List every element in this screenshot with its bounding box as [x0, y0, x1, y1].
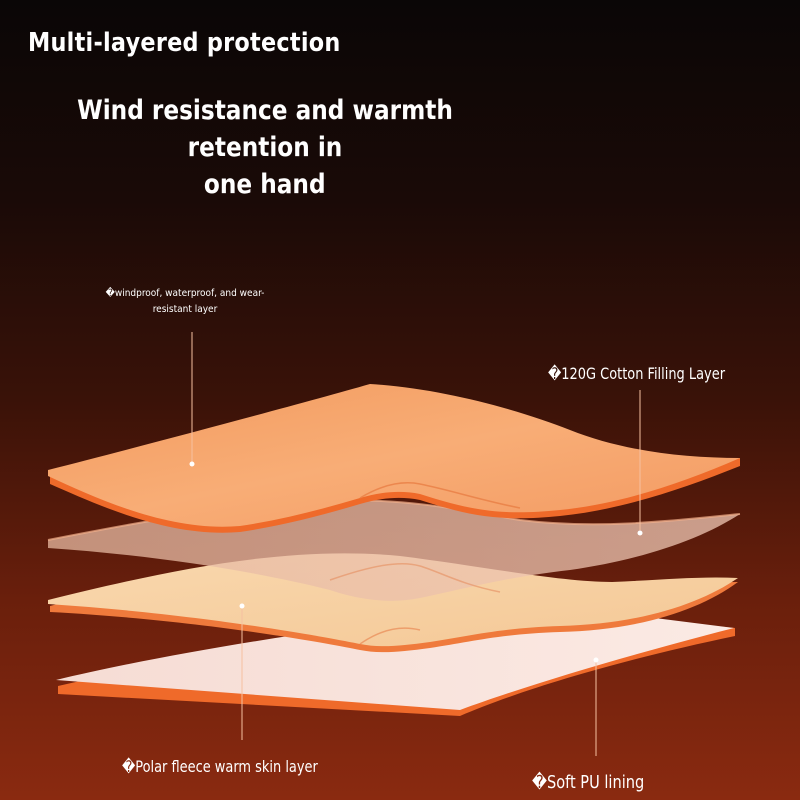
- label-cotton-layer: �120G Cotton Filling Layer: [548, 364, 745, 383]
- callout-dot-pu: [593, 657, 599, 663]
- subtitle-line-1: Wind resistance and warmth retention in: [77, 95, 453, 163]
- label-cotton-text: �120G Cotton Filling Layer: [548, 364, 726, 383]
- callout-dot-fleece: [239, 603, 245, 609]
- callout-dot-outer: [189, 461, 195, 467]
- label-pu-text: �Soft PU lining: [532, 772, 645, 793]
- label-fleece-text: �Polar fleece warm skin layer: [122, 757, 318, 776]
- pu-lining-layer: [56, 606, 735, 716]
- label-outer-layer: �windproof, waterproof, and wear-resista…: [105, 288, 265, 315]
- outer-windproof-layer: [48, 384, 740, 533]
- page-subtitle: Wind resistance and warmth retention in …: [0, 92, 530, 203]
- callout-dot-cotton: [637, 530, 643, 536]
- label-fleece-layer: �Polar fleece warm skin layer: [122, 757, 340, 776]
- label-pu-lining: �Soft PU lining: [532, 772, 657, 793]
- callout-lines: [189, 332, 643, 756]
- subtitle-line-2: one hand: [204, 169, 326, 200]
- page-title: Multi-layered protection: [28, 28, 341, 58]
